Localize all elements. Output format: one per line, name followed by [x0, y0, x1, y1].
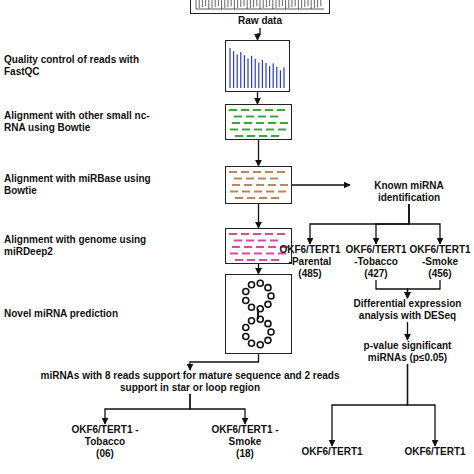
step-label: OKF6/TERT1 -Smoke — [198, 424, 292, 448]
step-label: Quality control of reads with FastQC — [4, 54, 154, 78]
step-label: miRNAs with 8 reads support for mature s… — [40, 370, 340, 394]
step-label: OKF6/TERT1 -Tobacco — [344, 244, 408, 268]
count-label: (427) — [344, 268, 408, 280]
flow-arrow — [310, 204, 409, 244]
step-box: Alignment with other small nc-RNA using … — [225, 104, 292, 140]
step-text: OKF6/TERT1 -Smoke(456) — [408, 244, 472, 280]
step-label: Alignment with miRBase using Bowtie — [4, 173, 154, 197]
step-label: p-value significant miRNAs (p≤0.05) — [345, 340, 470, 364]
raw-data-image — [190, 0, 330, 14]
flow-arrow — [292, 184, 350, 185]
step-text: OKF6/TERT1 — [398, 446, 472, 458]
step-icon — [225, 40, 290, 92]
step-box: Quality control of reads with FastQC — [225, 40, 290, 92]
step-text: OKF6/TERT1 -Tobacco(427) — [344, 244, 408, 280]
step-icon — [225, 104, 292, 140]
flow-arrow — [258, 140, 259, 166]
step-label: OKF6/TERT1 -Tobacco — [58, 424, 152, 448]
flow-arrow — [258, 264, 259, 274]
step-label: OKF6/TERT1 — [292, 446, 372, 458]
step-text: Differential expression analysis with DE… — [345, 298, 470, 322]
step-label: Known miRNA identification — [350, 180, 468, 204]
flow-arrow — [408, 280, 441, 298]
count-label: (18) — [198, 448, 292, 460]
flow-arrow — [105, 394, 190, 424]
step-box: Raw data — [190, 0, 330, 28]
count-label: (06) — [58, 448, 152, 460]
step-text: OKF6/TERT1 -Tobacco(06) — [58, 424, 152, 460]
step-icon — [225, 274, 292, 354]
flow-arrow — [258, 28, 261, 40]
flow-arrow — [409, 204, 440, 244]
step-label: OKF6/TERT1 — [398, 446, 472, 458]
step-box: Alignment with miRBase using Bowtie — [225, 166, 292, 204]
count-label: (456) — [408, 268, 472, 280]
step-label: Raw data — [190, 15, 330, 27]
flow-arrow — [190, 354, 259, 370]
step-label: OKF6/TERT1 -Smoke — [408, 244, 472, 268]
step-text: OKF6/TERT1 -Smoke(18) — [198, 424, 292, 460]
flow-arrow — [408, 364, 436, 446]
step-label: Alignment with other small nc-RNA using … — [4, 110, 154, 134]
step-text: miRNAs with 8 reads support for mature s… — [40, 370, 340, 394]
flow-arrow — [190, 394, 245, 424]
step-label: Differential expression analysis with DE… — [345, 298, 470, 322]
step-text: OKF6/TERT1 -Parental(485) — [278, 244, 342, 280]
count-label: (485) — [278, 268, 342, 280]
flow-arrow — [332, 364, 408, 446]
step-box: Novel miRNA prediction — [225, 274, 292, 354]
flow-arrow — [257, 92, 258, 104]
flow-arrow — [376, 280, 408, 298]
flow-arrow — [407, 322, 408, 340]
step-label: OKF6/TERT1 -Parental — [278, 244, 342, 268]
step-label: Alignment with genome using miRDeep2 — [4, 234, 154, 258]
step-text: p-value significant miRNAs (p≤0.05) — [345, 340, 470, 364]
step-text: OKF6/TERT1 — [292, 446, 372, 458]
flow-arrow — [376, 204, 409, 244]
step-icon — [225, 166, 292, 204]
step-label: Novel miRNA prediction — [4, 308, 154, 320]
flow-arrow — [258, 204, 259, 228]
step-text: Known miRNA identification — [350, 180, 468, 204]
